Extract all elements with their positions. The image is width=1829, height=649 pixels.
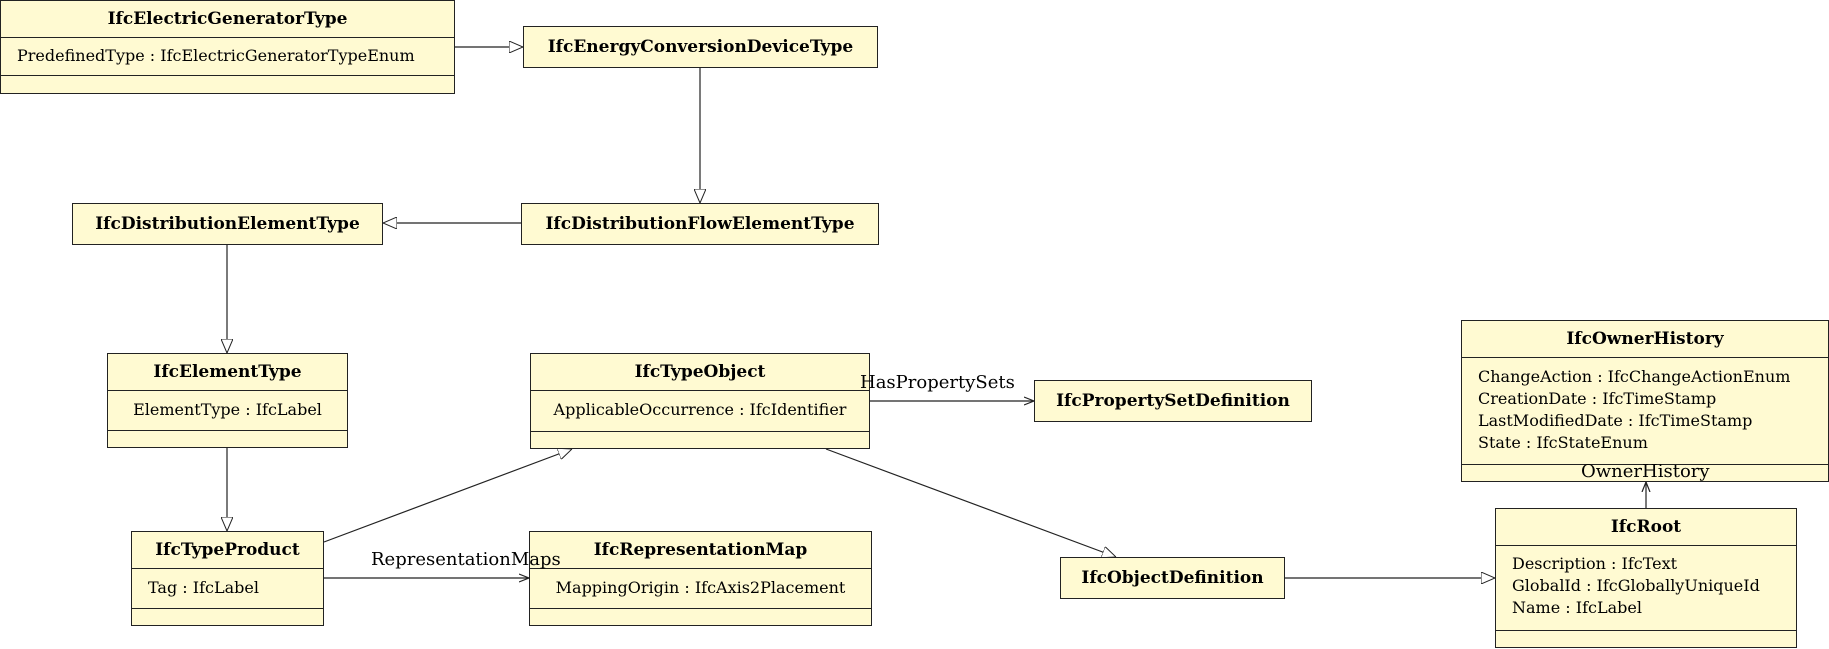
attribute-row: GlobalId : IfcGloballyUniqueId: [1512, 576, 1760, 595]
attribute-row: Tag : IfcLabel: [148, 578, 259, 597]
class-name: IfcElementType: [153, 362, 302, 382]
class-operations: [1462, 464, 1828, 482]
class-name: IfcPropertySetDefinition: [1056, 391, 1290, 411]
label-representation-maps: RepresentationMaps: [371, 549, 561, 570]
class-attributes: Tag : IfcLabel: [132, 568, 323, 608]
attribute-row: MappingOrigin : IfcAxis2Placement: [555, 578, 846, 597]
generalization-type-product: [323, 449, 572, 543]
class-name: IfcElectricGeneratorType: [107, 9, 348, 29]
class-ifc-energy-conversion-device-type[interactable]: IfcEnergyConversionDeviceType: [523, 26, 878, 68]
class-attributes: PredefinedType : IfcElectricGeneratorTyp…: [1, 37, 454, 75]
class-attributes: ApplicableOccurrence : IfcIdentifier: [531, 390, 869, 431]
class-ifc-root[interactable]: IfcRoot Description : IfcText GlobalId :…: [1495, 508, 1797, 648]
attribute-row: ChangeAction : IfcChangeActionEnum: [1478, 367, 1791, 386]
class-ifc-representation-map[interactable]: IfcRepresentationMap MappingOrigin : Ifc…: [529, 531, 872, 626]
class-operations: [1, 75, 454, 94]
attribute-row: ApplicableOccurrence : IfcIdentifier: [553, 400, 847, 419]
label-has-property-sets: HasPropertySets: [860, 372, 1015, 393]
attribute-row: ElementType : IfcLabel: [133, 400, 322, 419]
class-name: IfcDistributionFlowElementType: [545, 214, 855, 234]
class-attributes: Description : IfcText GlobalId : IfcGlob…: [1496, 545, 1796, 630]
class-ifc-electric-generator-type[interactable]: IfcElectricGeneratorType PredefinedType …: [0, 0, 455, 94]
class-ifc-object-definition[interactable]: IfcObjectDefinition: [1060, 557, 1285, 599]
attribute-row: CreationDate : IfcTimeStamp: [1478, 389, 1717, 408]
class-name: IfcOwnerHistory: [1566, 329, 1724, 349]
class-ifc-distribution-flow-element-type[interactable]: IfcDistributionFlowElementType: [521, 203, 879, 245]
class-ifc-type-product[interactable]: IfcTypeProduct Tag : IfcLabel: [131, 531, 324, 626]
class-name: IfcObjectDefinition: [1081, 568, 1264, 588]
class-operations: [1496, 630, 1796, 648]
class-name: IfcTypeProduct: [155, 540, 300, 560]
generalization-type-object: [825, 448, 1116, 557]
attribute-row: State : IfcStateEnum: [1478, 433, 1648, 452]
class-ifc-owner-history[interactable]: IfcOwnerHistory ChangeAction : IfcChange…: [1461, 320, 1829, 482]
class-ifc-property-set-definition[interactable]: IfcPropertySetDefinition: [1034, 380, 1312, 422]
class-operations: [108, 430, 347, 448]
attribute-row: PredefinedType : IfcElectricGeneratorTyp…: [17, 46, 415, 65]
class-attributes: ChangeAction : IfcChangeActionEnum Creat…: [1462, 357, 1828, 464]
attribute-row: Description : IfcText: [1512, 554, 1678, 573]
class-ifc-type-object[interactable]: IfcTypeObject ApplicableOccurrence : Ifc…: [530, 353, 870, 449]
class-operations: [530, 608, 871, 626]
class-attributes: ElementType : IfcLabel: [108, 390, 347, 430]
class-operations: [531, 431, 869, 449]
class-attributes: MappingOrigin : IfcAxis2Placement: [530, 568, 871, 608]
attribute-row: Name : IfcLabel: [1512, 598, 1642, 617]
class-name: IfcEnergyConversionDeviceType: [547, 37, 854, 57]
class-ifc-distribution-element-type[interactable]: IfcDistributionElementType: [72, 203, 383, 245]
label-owner-history: OwnerHistory: [1581, 461, 1710, 482]
class-operations: [132, 608, 323, 626]
attribute-row: LastModifiedDate : IfcTimeStamp: [1478, 411, 1753, 430]
class-name: IfcRepresentationMap: [593, 540, 808, 560]
class-name: IfcRoot: [1610, 517, 1682, 537]
class-name: IfcTypeObject: [634, 362, 766, 382]
class-ifc-element-type[interactable]: IfcElementType ElementType : IfcLabel: [107, 353, 348, 448]
class-name: IfcDistributionElementType: [95, 214, 360, 234]
